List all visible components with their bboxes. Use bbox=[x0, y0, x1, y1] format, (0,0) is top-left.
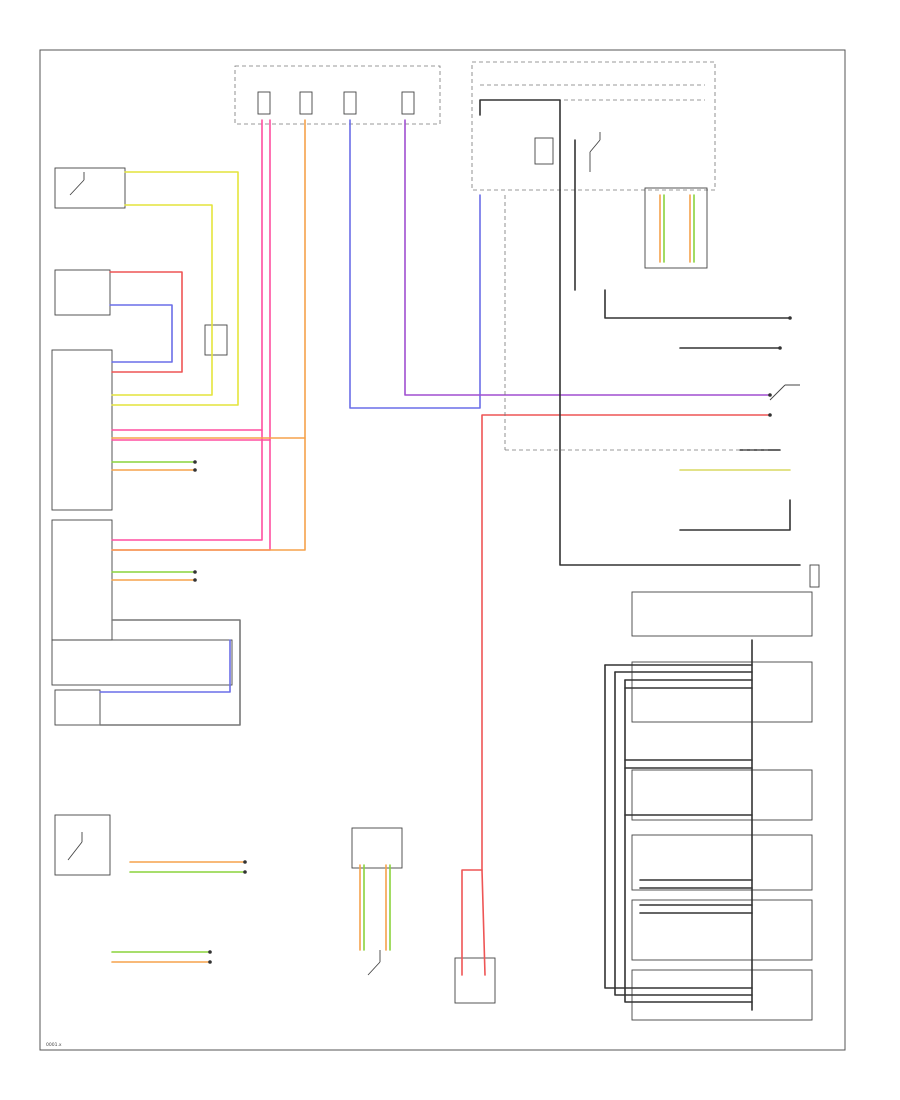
fuse-4 bbox=[401, 91, 415, 115]
diagram-frame bbox=[39, 49, 846, 1051]
antenna-module-5 bbox=[631, 899, 813, 961]
module-upper bbox=[51, 349, 113, 511]
wire-pink-2 bbox=[111, 119, 271, 441]
wire-bundle-3 bbox=[624, 679, 753, 1003]
right-components bbox=[631, 384, 820, 1021]
fuse-block bbox=[234, 65, 441, 125]
fuse-2 bbox=[299, 91, 313, 115]
wire-black-5 bbox=[679, 499, 791, 531]
fuse-3 bbox=[343, 91, 357, 115]
antenna-module-1 bbox=[631, 591, 813, 637]
sensor-block bbox=[54, 269, 111, 316]
wire-pink-3 bbox=[111, 429, 263, 541]
control-module-right bbox=[644, 187, 708, 269]
connector-bottom-center bbox=[351, 827, 403, 869]
switch-top-left bbox=[54, 167, 126, 209]
wire-red-sensor bbox=[109, 271, 183, 373]
fuse-1 bbox=[257, 91, 271, 115]
switch-assembly bbox=[54, 814, 111, 876]
antenna-module-4 bbox=[631, 834, 813, 891]
module-front bbox=[51, 639, 233, 686]
wire-gray-lower bbox=[99, 619, 241, 726]
wire-bundle-2 bbox=[614, 671, 753, 996]
antenna-element bbox=[809, 564, 820, 588]
relay-module-outline bbox=[471, 61, 716, 191]
wire-yellow bbox=[111, 171, 239, 406]
wire-red-main bbox=[461, 414, 771, 976]
antenna-module-2 bbox=[631, 661, 813, 723]
sensor-small bbox=[204, 324, 228, 356]
bottom-center bbox=[351, 827, 496, 1004]
relay-coil bbox=[534, 137, 554, 165]
fuse-block-outline bbox=[234, 65, 441, 125]
wire-pink-4 bbox=[111, 439, 271, 551]
wire-bundle-1 bbox=[604, 664, 753, 989]
wire-yellow-2 bbox=[111, 204, 213, 396]
wire-black-3 bbox=[604, 289, 791, 319]
connector-pins bbox=[193, 316, 792, 964]
relay-switch bbox=[589, 132, 601, 172]
module-lower bbox=[51, 519, 113, 641]
antenna-module-3 bbox=[631, 769, 813, 821]
wire-orange bbox=[111, 119, 306, 551]
wire-blue-sensor bbox=[109, 304, 173, 363]
sensor-bottom-left bbox=[54, 689, 101, 726]
relay-module bbox=[471, 61, 716, 269]
wire-blue-main bbox=[349, 119, 481, 409]
wire-red-2 bbox=[481, 869, 486, 976]
wire-black-1 bbox=[479, 99, 801, 566]
wire-blue-lower bbox=[99, 639, 231, 693]
wire-pink-1 bbox=[111, 119, 263, 431]
wires bbox=[99, 99, 801, 1011]
left-components bbox=[51, 167, 233, 876]
ground-block bbox=[454, 957, 496, 1004]
footer-code: 0001.x bbox=[46, 1042, 62, 1048]
wire-violet-main bbox=[404, 119, 771, 396]
